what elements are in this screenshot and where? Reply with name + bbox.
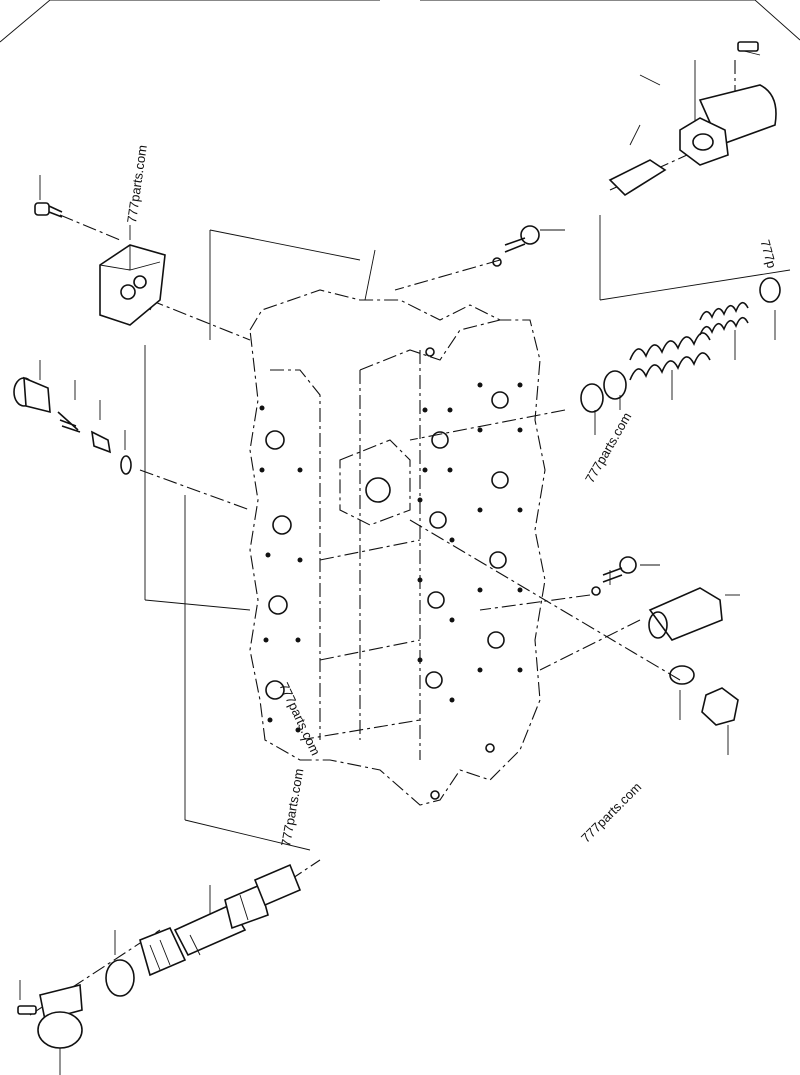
bolt-top-left [34,202,63,218]
frame-lines [0,0,800,43]
leader-lines [19,49,791,1075]
springs-right [580,277,781,413]
solenoid-top-right [608,41,777,197]
solenoid-bottom-left [17,983,83,1049]
flange-plate [99,244,166,326]
spool-bottom [105,863,302,997]
eyebolt-fittings [492,225,637,596]
plug-left [13,376,132,475]
relief-valve-right [648,587,739,726]
valve-body [249,289,546,806]
body-holes [259,347,523,800]
